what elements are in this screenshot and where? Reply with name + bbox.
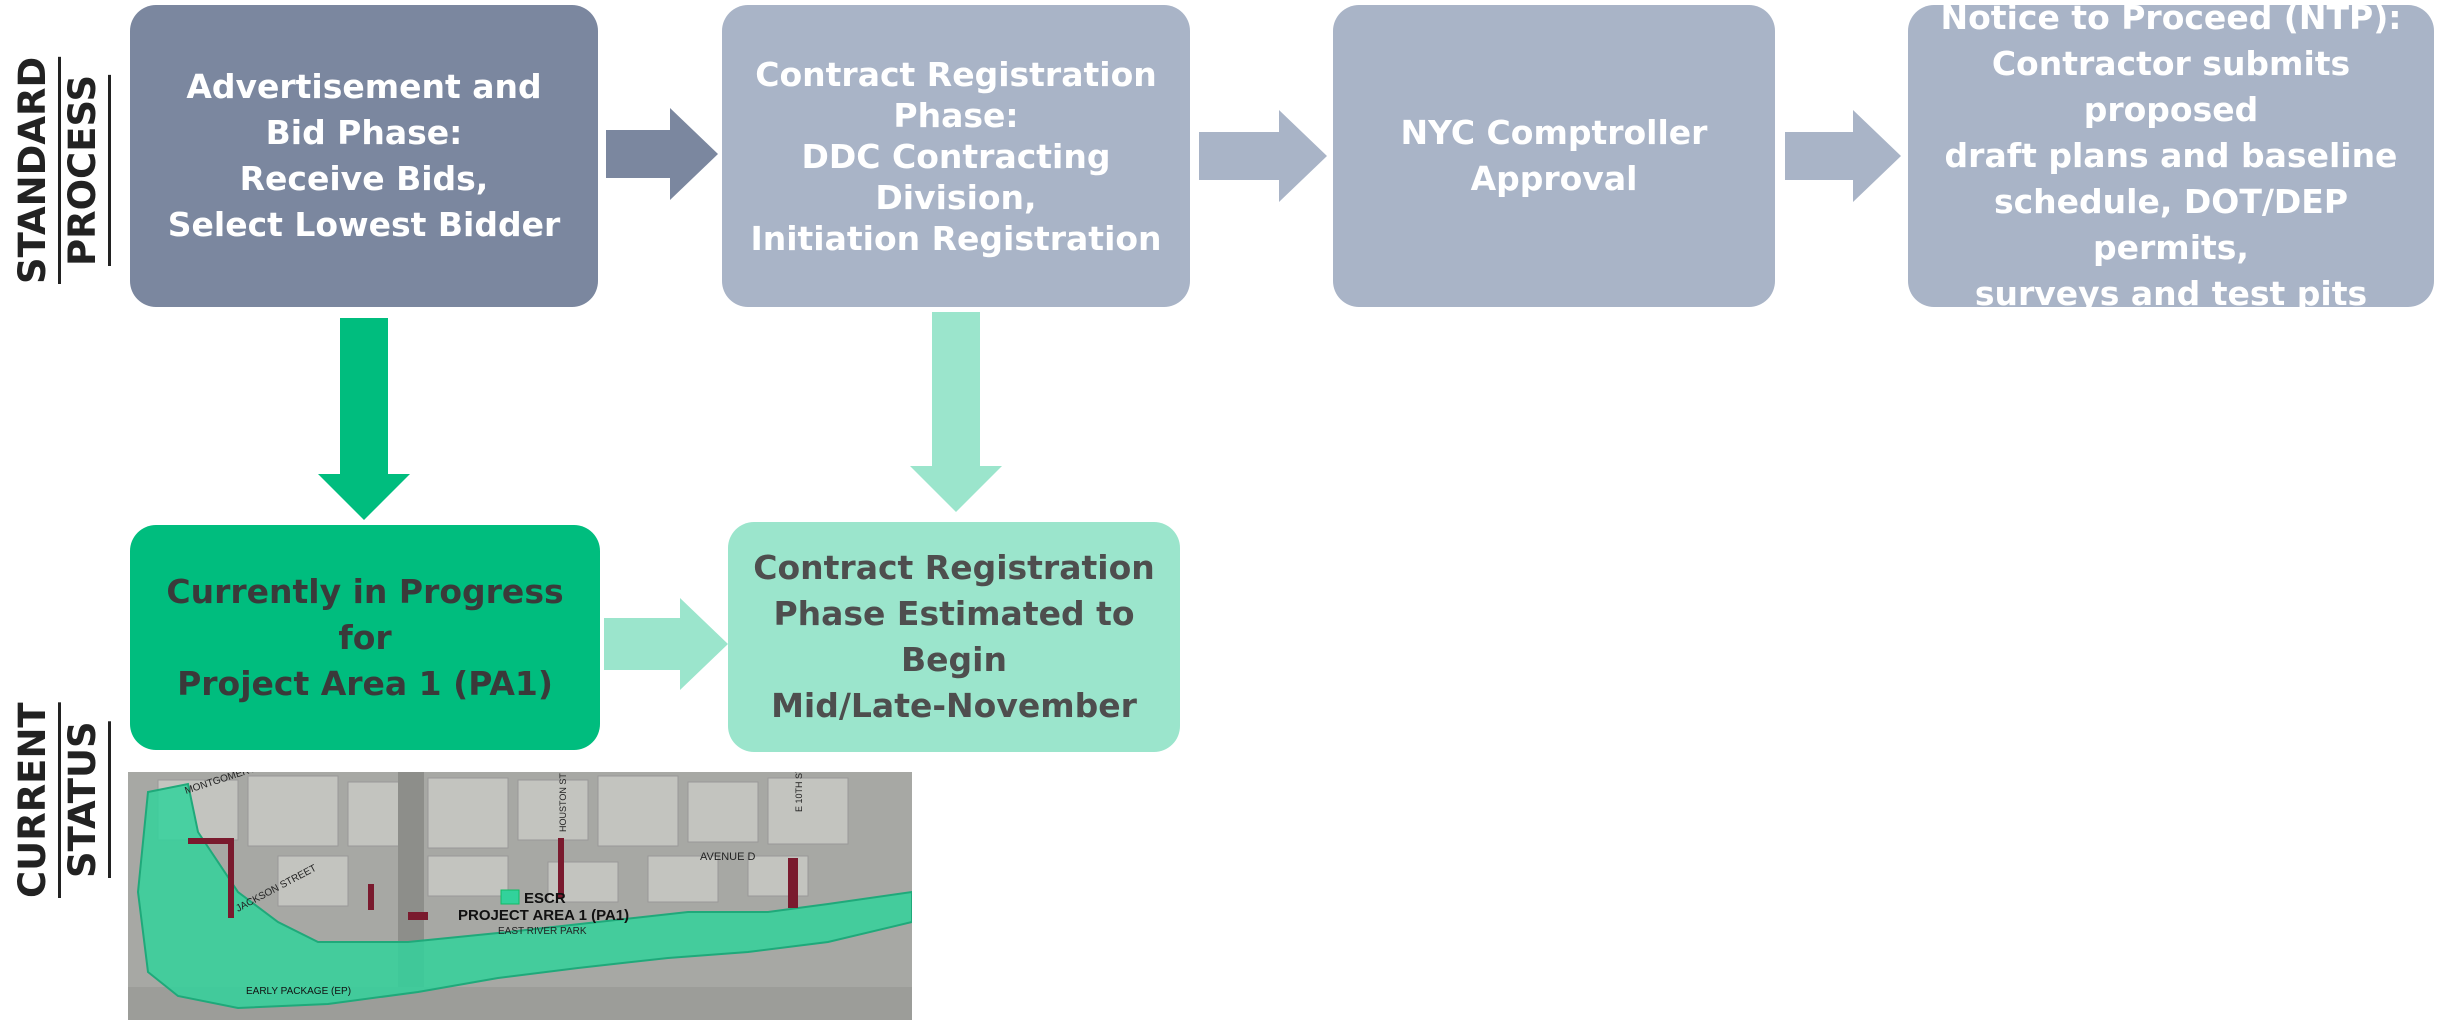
standard-process-label: STANDARD PROCESS xyxy=(8,20,120,320)
map-package-label: EARLY PACKAGE (EP) xyxy=(246,986,351,997)
status-1-text: Currently in Progress for Project Area 1… xyxy=(166,571,564,703)
process-step-contract-registration: Contract Registration Phase: DDC Contrac… xyxy=(722,5,1190,307)
arrow-right-icon xyxy=(1785,110,1901,202)
status-contract-registration-estimate: Contract Registration Phase Estimated to… xyxy=(728,522,1180,752)
project-area-map: ESCR PROJECT AREA 1 (PA1) EAST RIVER PAR… xyxy=(128,772,912,1020)
status-current-progress: Currently in Progress for Project Area 1… xyxy=(130,525,600,750)
map-street-label: HOUSTON ST xyxy=(558,773,568,832)
arrow-right-icon xyxy=(606,108,718,200)
current-label-line2: STATUS xyxy=(61,721,104,879)
process-step-comptroller-approval: NYC Comptroller Approval xyxy=(1333,5,1775,307)
status-2-text: Contract Registration Phase Estimated to… xyxy=(753,548,1155,725)
current-status-label: CURRENT STATUS xyxy=(8,630,120,970)
standard-label-line1: STANDARD xyxy=(11,56,54,284)
map-legend-sub: EAST RIVER PARK xyxy=(498,926,587,937)
process-step-4-text: Notice to Proceed (NTP): Contractor subm… xyxy=(1940,0,2402,313)
arrow-down-icon xyxy=(318,318,410,520)
arrow-right-icon xyxy=(1199,110,1327,202)
map-street-label: AVENUE D xyxy=(700,851,755,863)
arrow-right-icon xyxy=(604,598,728,690)
map-legend-title: ESCR xyxy=(524,890,566,907)
map-legend-area: PROJECT AREA 1 (PA1) xyxy=(458,907,629,924)
process-step-2-text: Contract Registration Phase: DDC Contrac… xyxy=(750,54,1162,258)
arrow-down-icon xyxy=(910,312,1002,512)
process-step-1-text: Advertisement and Bid Phase: Receive Bid… xyxy=(167,67,561,244)
map-street-label: E 10TH ST xyxy=(794,772,804,812)
current-label-line1: CURRENT xyxy=(11,702,54,898)
process-step-notice-to-proceed: Notice to Proceed (NTP): Contractor subm… xyxy=(1908,0,2434,313)
process-step-advertisement-bid: Advertisement and Bid Phase: Receive Bid… xyxy=(130,5,598,307)
process-step-3-text: NYC Comptroller Approval xyxy=(1400,113,1708,198)
standard-label-line2: PROCESS xyxy=(61,74,104,266)
